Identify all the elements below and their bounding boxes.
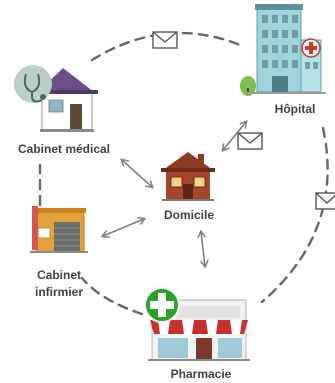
hopital-label: Hôpital: [274, 102, 316, 116]
cabinet-infirmier-label-line-1: Cabinet: [36, 268, 81, 282]
cabinet-medical-label: Cabinet médical: [17, 142, 111, 156]
domicile-label: Domicile: [163, 208, 214, 222]
arrow-domicile-cabinet-infirmier: [103, 219, 144, 236]
envelope-icon: [237, 132, 263, 150]
pharmacie-label: Pharmacie: [170, 367, 232, 381]
ring-segment-cabinet-hopital: [90, 31, 242, 62]
arrow-domicile-pharmacie: [201, 232, 205, 266]
home-icon: [161, 152, 215, 201]
pharmacy-storefront-icon: [144, 287, 250, 361]
arrow-domicile-hopital: [223, 122, 246, 150]
cabinet-infirmier-label: Cabinet infirmier: [16, 267, 102, 301]
arrow-domicile-cabinet-medical: [122, 160, 152, 187]
nurse-office-icon: [30, 206, 88, 253]
arrows-to-domicile: [103, 122, 246, 266]
envelope-icon: [315, 192, 335, 210]
ring-segment-hopital-pharmacie: [260, 126, 329, 304]
envelope-icon: [152, 31, 178, 49]
house-stethoscope-icon: [14, 65, 98, 132]
hospital-building-icon: [240, 4, 326, 96]
dashed-ring: [38, 31, 329, 316]
cabinet-infirmier-label-line-2: infirmier: [34, 285, 83, 299]
ring-segment-pharmacie-infirmier: [80, 276, 144, 316]
